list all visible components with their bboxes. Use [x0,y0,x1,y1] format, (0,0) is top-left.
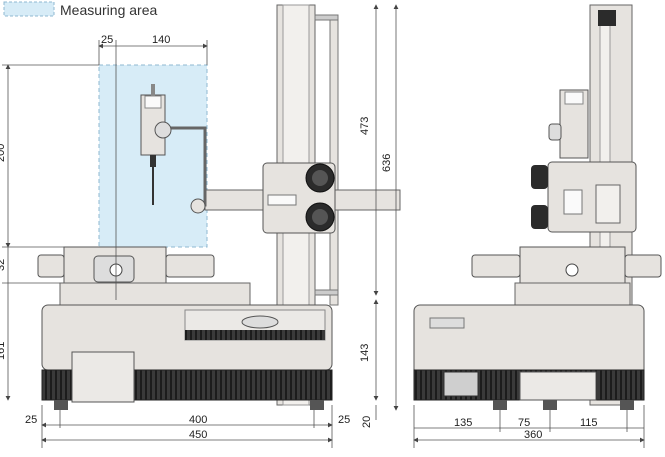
side-view [413,4,662,410]
dim-top-25: 25 [101,34,113,46]
dim-143: 143 [359,344,371,362]
side-knob-upper [531,165,548,189]
dimension-lines [2,4,645,448]
side-stage-knob-right [624,254,662,278]
dim-side-360: 360 [524,429,542,441]
dim-636: 636 [381,154,393,172]
front-stage-knob-left [37,254,65,278]
dim-side-75: 75 [518,417,530,429]
dim-side-135: 135 [454,417,472,429]
side-knob-lower [531,205,548,229]
dim-bot-400: 400 [189,414,207,426]
dim-left-200: 200 [0,144,7,162]
front-view [37,4,401,410]
dim-bot-25a: 25 [25,414,37,426]
legend-label: Measuring area [60,2,157,18]
dim-bot-25b: 25 [338,414,350,426]
side-stage-knob-left [471,254,521,278]
dim-left-32: 32 [0,259,7,271]
side-connector-panel [443,371,479,397]
front-guide-rod [329,14,339,306]
dim-side-115: 115 [580,417,598,429]
front-stage-knob-right [165,254,215,278]
legend: Measuring area [3,1,157,18]
dim-20: 20 [361,416,373,428]
side-carriage [547,161,637,233]
dim-bot-450: 450 [189,429,207,441]
dim-left-161: 161 [0,342,7,360]
dim-473: 473 [359,117,371,135]
dim-top-140: 140 [152,34,170,46]
legend-swatch [3,1,55,17]
